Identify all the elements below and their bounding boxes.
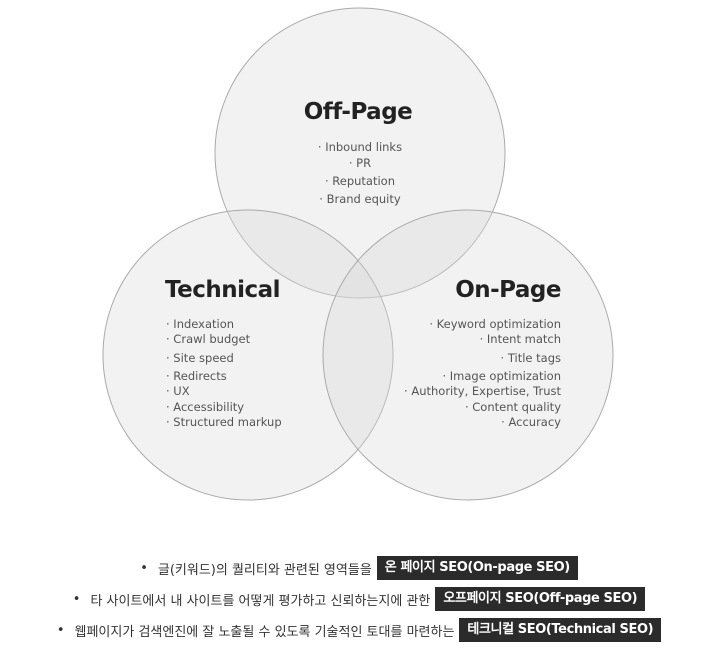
on-page-item: · Content quality xyxy=(465,400,561,414)
note-text: 타 사이트에서 내 사이트를 어떻게 평가하고 신뢰하는지에 관한 xyxy=(90,593,431,609)
on-page-item: · Image optimization xyxy=(442,369,561,383)
technical-item: · UX xyxy=(166,384,190,398)
technical-group: Technical · Indexation · Crawl budget · … xyxy=(165,277,282,429)
bullet-icon: • xyxy=(140,560,148,576)
off-page-item: · Reputation xyxy=(325,174,395,188)
venn-diagram: Off-Page · Inbound links · PR · Reputati… xyxy=(102,7,614,501)
off-page-item: · Inbound links xyxy=(318,140,402,154)
technical-item: · Indexation xyxy=(166,317,234,331)
technical-item: · Accessibility xyxy=(166,400,244,414)
off-page-item: · PR xyxy=(349,156,371,170)
note-text: 글(키워드)의 퀄리티와 관련된 영역들을 xyxy=(157,562,372,578)
off-page-group: Off-Page · Inbound links · PR · Reputati… xyxy=(304,99,413,206)
seo-notes-list: • 글(키워드)의 퀄리티와 관련된 영역들을 온 페이지 SEO(On-pag… xyxy=(0,556,718,642)
technical-item: · Crawl budget xyxy=(166,332,251,346)
on-page-seo-tag: 온 페이지 SEO(On-page SEO) xyxy=(376,556,578,580)
on-page-item: · Intent match xyxy=(480,332,561,346)
note-on-page: • 글(키워드)의 퀄리티와 관련된 영역들을 온 페이지 SEO(On-pag… xyxy=(140,556,578,580)
on-page-item: · Title tags xyxy=(501,351,561,365)
on-page-item: · Authority, Expertise, Trust xyxy=(404,384,561,398)
off-page-circle xyxy=(214,7,506,299)
technical-item: · Site speed xyxy=(166,351,234,365)
bullet-icon: • xyxy=(72,591,81,607)
technical-item: · Redirects xyxy=(166,369,227,383)
on-page-item: · Accuracy xyxy=(501,415,561,429)
bullet-icon: • xyxy=(56,622,65,638)
note-text: 웹페이지가 검색엔진에 잘 노출될 수 있도록 기술적인 토대를 마련하는 xyxy=(74,624,455,640)
off-page-seo-tag: 오프페이지 SEO(Off-page SEO) xyxy=(435,587,646,611)
off-page-item: · Brand equity xyxy=(319,192,401,206)
note-off-page: • 타 사이트에서 내 사이트를 어떻게 평가하고 신뢰하는지에 관한 오프페이… xyxy=(72,587,646,611)
technical-title: Technical xyxy=(165,277,280,303)
off-page-title: Off-Page xyxy=(304,99,413,125)
on-page-title: On-Page xyxy=(455,277,561,303)
on-page-group: On-Page · Keyword optimization · Intent … xyxy=(404,277,561,429)
technical-seo-tag: 테크니컬 SEO(Technical SEO) xyxy=(459,618,662,642)
technical-circle xyxy=(102,209,394,501)
on-page-item: · Keyword optimization xyxy=(429,317,561,331)
note-technical: • 웹페이지가 검색엔진에 잘 노출될 수 있도록 기술적인 토대를 마련하는 … xyxy=(56,618,662,642)
circle-shapes xyxy=(102,7,614,501)
on-page-circle xyxy=(322,209,614,501)
technical-item: · Structured markup xyxy=(166,415,282,429)
